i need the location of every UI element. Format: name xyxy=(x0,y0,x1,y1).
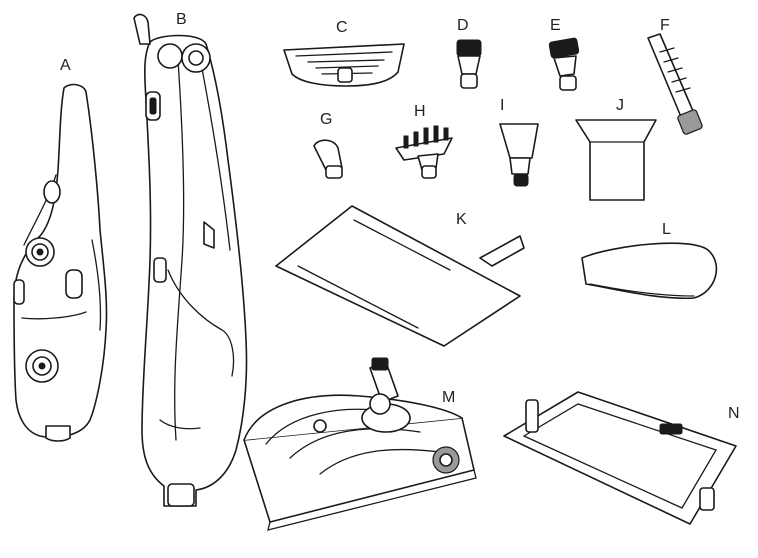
part-n-carpet-frame xyxy=(503,391,737,525)
part-j-measuring-cup xyxy=(575,119,657,201)
part-b-upright-handle xyxy=(133,13,248,507)
label-c: C xyxy=(336,19,348,36)
label-e: E xyxy=(550,17,561,34)
label-d: D xyxy=(457,17,469,34)
part-f-jet-nozzle xyxy=(647,33,703,135)
part-h-triangle-brush xyxy=(395,125,453,179)
part-d-round-brush xyxy=(456,39,482,89)
part-m-mop-head xyxy=(243,357,477,531)
part-k-microfiber-pad xyxy=(275,205,525,347)
label-i: I xyxy=(500,97,504,114)
label-g: G xyxy=(320,111,332,128)
label-n: N xyxy=(728,405,740,422)
label-b: B xyxy=(176,11,187,28)
part-i-flat-nozzle xyxy=(499,123,539,187)
label-a: A xyxy=(60,57,71,74)
part-a-handheld-unit xyxy=(13,83,108,442)
part-l-carpet-cloth xyxy=(581,242,718,300)
part-g-angled-nozzle xyxy=(313,139,343,179)
part-e-round-brush xyxy=(548,37,580,91)
label-m: M xyxy=(442,389,455,406)
label-f: F xyxy=(660,17,670,34)
label-h: H xyxy=(414,103,426,120)
label-l: L xyxy=(662,221,671,238)
label-j: J xyxy=(616,97,624,114)
label-k: K xyxy=(456,211,467,228)
part-letter-labels: A B C D E F G H I J K L M N xyxy=(60,11,740,422)
part-c-carpet-glider xyxy=(283,43,405,87)
